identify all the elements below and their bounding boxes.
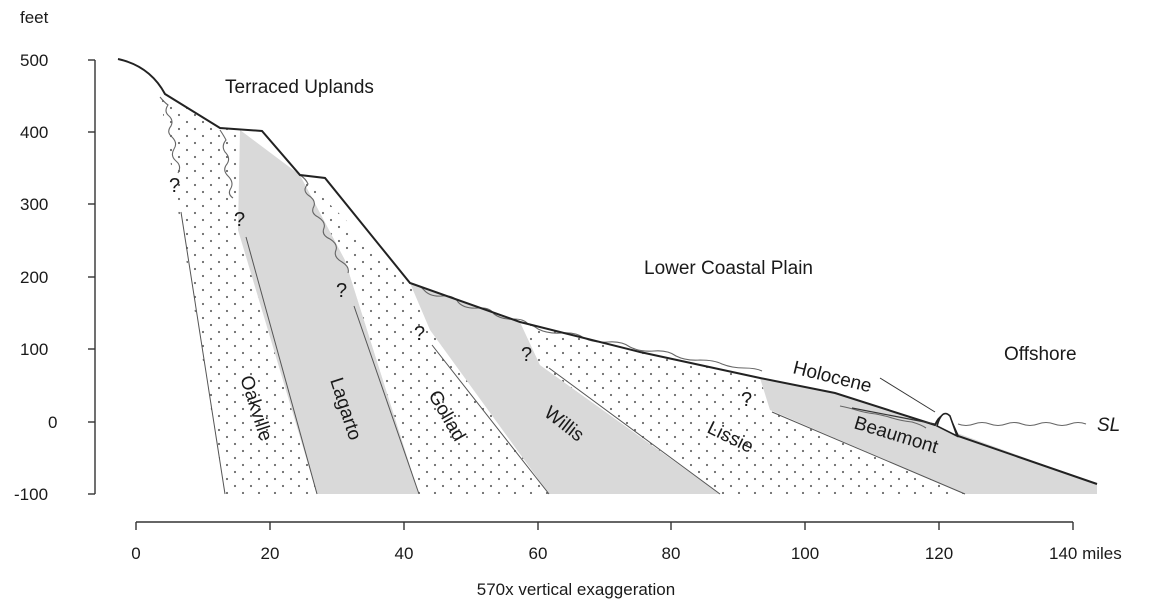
y-tick-label: -100 <box>14 485 48 504</box>
x-tick-label: 60 <box>529 544 548 563</box>
x-tick-label: 100 <box>791 544 819 563</box>
terraced-uplands-label: Terraced Uplands <box>225 77 374 98</box>
y-tick-label: 200 <box>20 268 48 287</box>
offshore-label: Offshore <box>1004 344 1077 365</box>
x-tick-label: 120 <box>925 544 953 563</box>
lower-coastal-plain-label: Lower Coastal Plain <box>644 258 813 279</box>
x-tick-label: 80 <box>662 544 681 563</box>
x-tick-label: 40 <box>395 544 414 563</box>
lissie-band <box>520 322 965 494</box>
oakville-band <box>160 95 317 494</box>
lagarto-band <box>238 130 419 494</box>
question-mark: ? <box>741 389 752 411</box>
holocene-shoal <box>936 412 959 438</box>
y-tick-label: 400 <box>20 123 48 142</box>
x-axis: 0 20 40 60 80 100 120 140 miles 570x ver… <box>131 521 1122 599</box>
holocene-base-line <box>851 407 936 425</box>
y-tick-label: 100 <box>20 340 48 359</box>
uncertain-contact-markers: ? ? ? ? ? ? <box>169 175 752 411</box>
x-tick-label: 20 <box>261 544 280 563</box>
vertical-exaggeration-caption: 570x vertical exaggeration <box>477 580 675 599</box>
question-mark: ? <box>234 209 245 231</box>
sea-level-label: SL <box>1097 415 1120 436</box>
y-tick-label: 500 <box>20 51 48 70</box>
y-tick-label: 0 <box>48 413 57 432</box>
unconformity-lines <box>159 96 1087 429</box>
y-axis: feet 500 400 300 200 100 0 -100 <box>14 8 96 504</box>
y-axis-unit-label: feet <box>20 8 49 27</box>
x-tick-label-last: 140 miles <box>1049 544 1122 563</box>
question-mark: ? <box>521 344 532 366</box>
y-tick-label: 300 <box>20 195 48 214</box>
willis-band <box>410 283 720 494</box>
contact-lines <box>180 211 966 495</box>
holocene-leader <box>879 377 936 413</box>
question-mark: ? <box>414 323 425 345</box>
x-tick-label: 0 <box>131 544 140 563</box>
question-mark: ? <box>336 280 347 302</box>
question-mark: ? <box>169 175 180 197</box>
